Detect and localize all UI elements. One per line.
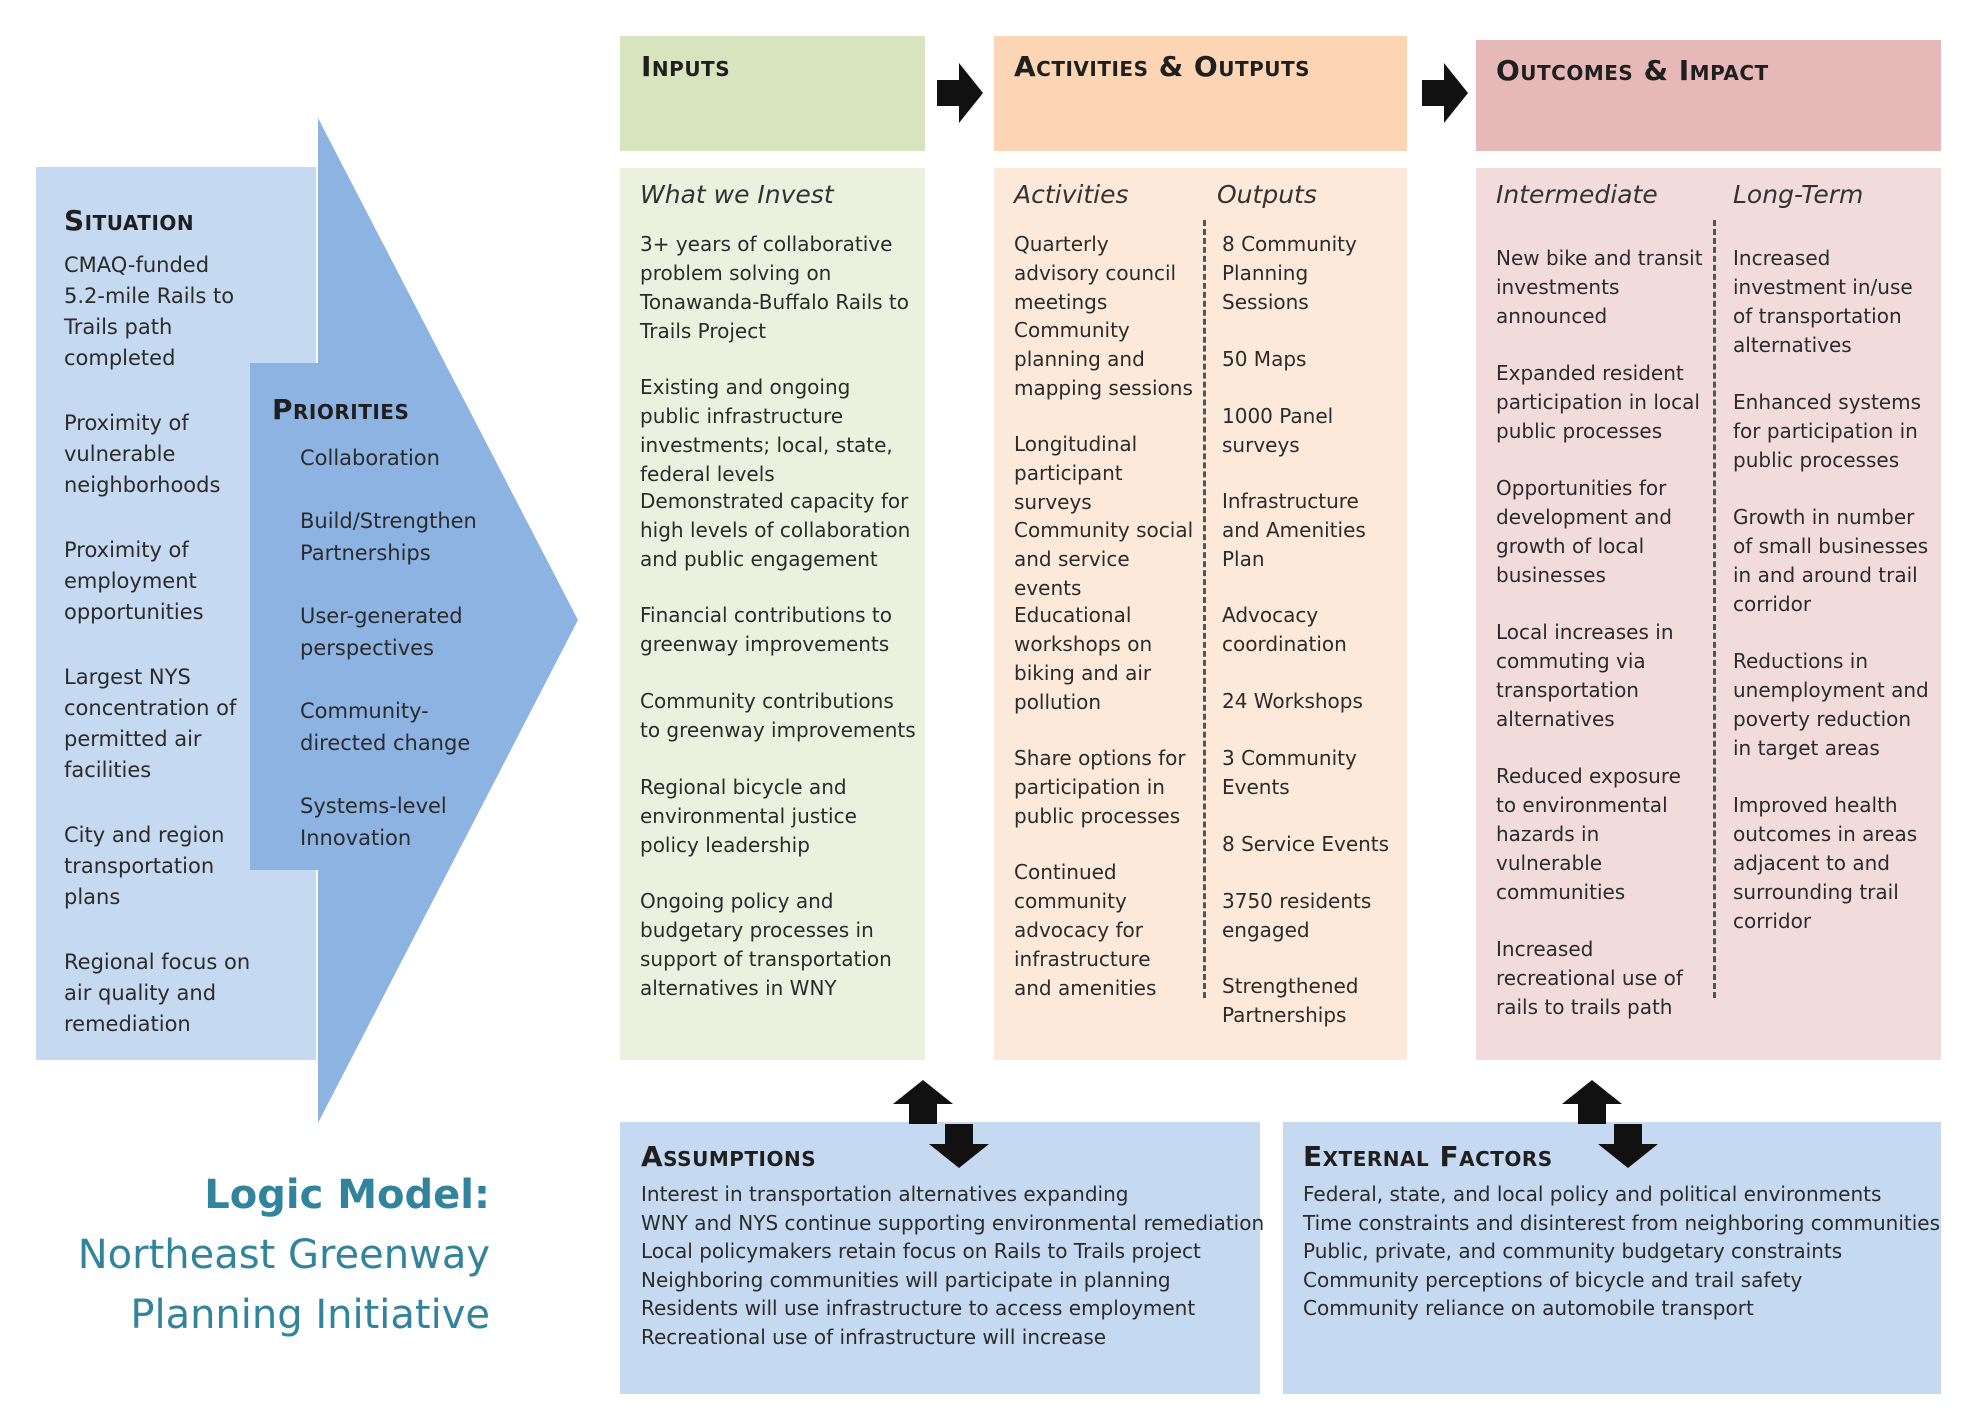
output-item: 24 Workshops xyxy=(1222,689,1363,713)
priority-item: User-generated perspectives xyxy=(300,604,463,660)
external-factors-list: Federal, state, and local policy and pol… xyxy=(1303,1180,1940,1323)
assumption-item: Local policymakers retain focus on Rails… xyxy=(641,1239,1201,1263)
activities-title: Activities & Outputs xyxy=(1014,50,1311,83)
longterm-item: Improved health outcomes in areas adjace… xyxy=(1733,793,1918,933)
situation-item: Largest NYS concentration of permitted a… xyxy=(64,665,237,782)
input-item: Community contributions to greenway impr… xyxy=(640,689,916,742)
caption-subtitle-line: Northeast Greenway xyxy=(77,1232,490,1278)
priorities-title: Priorities xyxy=(272,393,410,426)
activities-subhead: Activities xyxy=(1014,180,1129,209)
activity-item: Community planning and mapping sessions xyxy=(1014,318,1193,400)
external-factors-title: External Factors xyxy=(1303,1140,1553,1173)
activities-body xyxy=(994,168,1407,1060)
assumption-item: Recreational use of infrastructure will … xyxy=(641,1324,1107,1349)
intermediate-item: New bike and transit investments announc… xyxy=(1496,246,1703,328)
output-item: 8 Service Events xyxy=(1222,832,1390,856)
priority-item: Systems-level Innovation xyxy=(300,794,447,850)
external-factors-box xyxy=(1283,1122,1941,1394)
intermediate-item: Local increases in commuting via transpo… xyxy=(1496,620,1674,731)
assumptions-box xyxy=(620,1122,1260,1394)
longterm-item: Increased investment in/use of transport… xyxy=(1733,246,1913,357)
caption-subtitle-line: Planning Initiative xyxy=(130,1292,490,1338)
intermediate-item: Reduced exposure to environmental hazard… xyxy=(1496,764,1681,904)
situation-item: Regional focus on air quality and remedi… xyxy=(64,950,251,1036)
diagram-caption: Logic Model: Northeast Greenway Planning… xyxy=(78,1165,490,1345)
output-item: 8 Community Planning Sessions xyxy=(1222,232,1357,314)
activity-item: Community social and service events xyxy=(1014,518,1194,600)
external-factor-item: Federal, state, and local policy and pol… xyxy=(1303,1182,1882,1206)
input-item: 3+ years of collaborative problem solvin… xyxy=(640,232,909,343)
external-factor-item: Community perceptions of bicycle and tra… xyxy=(1303,1267,1803,1292)
output-item: 3750 residents engaged xyxy=(1222,889,1372,942)
output-item: 3 Community Events xyxy=(1222,746,1357,799)
assumptions-title: Assumptions xyxy=(641,1140,817,1173)
output-item: Infrastructure and Amenities Plan xyxy=(1222,489,1366,571)
assumption-item: Residents will use infrastructure to acc… xyxy=(641,1296,1196,1320)
flow-arrow-icon xyxy=(1422,63,1468,123)
activity-item: Quarterly advisory council meetings xyxy=(1014,232,1177,314)
external-factor-item: Time constraints and disinterest from ne… xyxy=(1303,1210,1941,1235)
longterm-item: Growth in number of small businesses in … xyxy=(1733,505,1929,616)
outcomes-title: Outcomes & Impact xyxy=(1496,54,1769,87)
output-item: Strengthened Partnerships xyxy=(1222,974,1359,1027)
activities-outputs-divider xyxy=(1203,220,1206,998)
activity-item: Educational workshops on biking and air … xyxy=(1014,603,1153,714)
intermediate-subhead: Intermediate xyxy=(1496,180,1658,209)
input-item: Existing and ongoing public infrastructu… xyxy=(640,375,893,486)
outcomes-divider xyxy=(1713,220,1716,998)
flow-arrow-icon xyxy=(937,63,983,123)
priority-item: Community-directed change xyxy=(300,699,471,755)
input-item: Demonstrated capacity for high levels of… xyxy=(640,489,911,571)
external-factor-item: Public, private, and community budgetary… xyxy=(1303,1239,1843,1263)
output-item: Advocacy coordination xyxy=(1222,603,1347,656)
bidirectional-arrow-icon xyxy=(1562,1080,1658,1168)
situation-item: Proximity of employment opportunities xyxy=(64,538,204,624)
input-item: Ongoing policy and budgetary processes i… xyxy=(640,889,892,1000)
assumptions-list: Interest in transportation alternatives … xyxy=(641,1180,1264,1351)
output-item: 50 Maps xyxy=(1222,347,1307,371)
outcomes-header xyxy=(1476,40,1941,151)
situation-item: Proximity of vulnerable neighborhoods xyxy=(64,411,221,497)
longterm-item: Reductions in unemployment and poverty r… xyxy=(1733,649,1929,760)
bidirectional-arrow-icon xyxy=(893,1080,989,1168)
intermediate-item: Expanded resident participation in local… xyxy=(1496,361,1700,443)
input-item: Financial contributions to greenway impr… xyxy=(640,603,893,656)
inputs-body xyxy=(620,168,925,1060)
situation-title: Situation xyxy=(64,204,195,237)
longterm-item: Enhanced systems for participation in pu… xyxy=(1733,390,1921,472)
caption-title: Logic Model: xyxy=(204,1172,490,1218)
assumption-item: WNY and NYS continue supporting environm… xyxy=(641,1210,1265,1235)
intermediate-item: Increased recreational use of rails to t… xyxy=(1496,937,1683,1019)
priority-item: Build/Strengthen Partnerships xyxy=(300,509,477,565)
input-item: Regional bicycle and environmental justi… xyxy=(640,775,857,857)
priority-item: Collaboration xyxy=(300,446,440,470)
activities-header xyxy=(994,36,1407,151)
activity-item: Continued community advocacy for infrast… xyxy=(1014,860,1157,1000)
outputs-subhead: Outputs xyxy=(1217,180,1317,209)
outcomes-body xyxy=(1476,168,1941,1060)
activity-item: Share options for participation in publi… xyxy=(1014,746,1186,828)
inputs-subhead: What we Invest xyxy=(640,180,834,209)
assumption-item: Neighboring communities will participate… xyxy=(641,1267,1171,1292)
longterm-subhead: Long-Term xyxy=(1733,180,1864,209)
situation-item: CMAQ-funded 5.2-mile Rails to Trails pat… xyxy=(64,253,235,370)
activity-item: Longitudinal participant surveys xyxy=(1014,432,1138,514)
external-factor-item: Community reliance on automobile transpo… xyxy=(1303,1296,1754,1320)
intermediate-item: Opportunities for development and growth… xyxy=(1496,476,1672,587)
inputs-header xyxy=(620,36,925,151)
situation-item: City and region transportation plans xyxy=(64,823,225,909)
output-item: 1000 Panel surveys xyxy=(1222,404,1334,457)
priorities-arrow xyxy=(250,118,578,1123)
inputs-title: Inputs xyxy=(641,50,731,83)
assumption-item: Interest in transportation alternatives … xyxy=(641,1182,1129,1206)
